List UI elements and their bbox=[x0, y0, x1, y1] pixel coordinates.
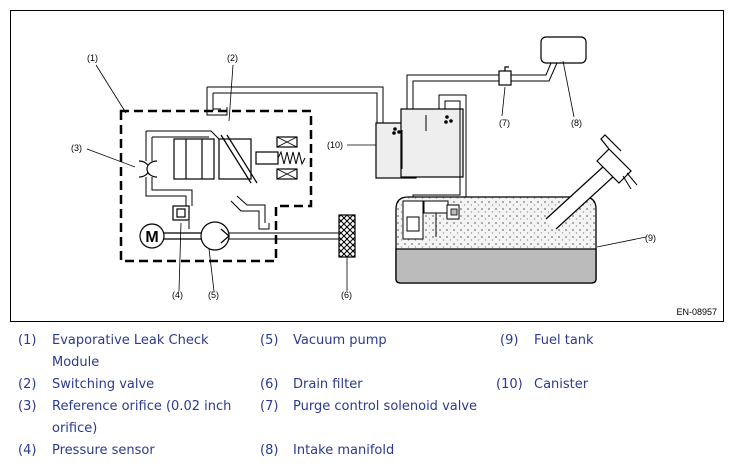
legend-label: Vacuum pump bbox=[293, 333, 387, 348]
legend-item-10: (10) Canister bbox=[496, 374, 700, 396]
callout-10: (10) bbox=[327, 140, 343, 150]
pressure-sensor bbox=[172, 205, 190, 221]
legend-label: Fuel tank bbox=[534, 333, 594, 348]
legend-label: Purge control solenoid valve bbox=[293, 399, 478, 414]
legend-num: (9) bbox=[500, 333, 519, 348]
legend-num: (6) bbox=[260, 377, 279, 392]
elcm-housing bbox=[119, 109, 313, 263]
legend: (1) Evaporative Leak Check Module (2) Sw… bbox=[0, 330, 735, 468]
legend-item-3: (3) Reference orifice (0.02 inch orifice… bbox=[18, 396, 248, 440]
legend-item-4: (4) Pressure sensor bbox=[18, 440, 248, 462]
legend-label: Switching valve bbox=[52, 377, 155, 392]
legend-num: (5) bbox=[260, 333, 279, 348]
legend-label: Canister bbox=[534, 377, 589, 392]
elcm-internal-pipes bbox=[145, 86, 384, 240]
callout-4: (4) bbox=[172, 290, 183, 300]
legend-label: Pressure sensor bbox=[52, 443, 155, 458]
legend-item-7: (7) Purge control solenoid valve bbox=[260, 396, 495, 418]
fuel-tank bbox=[395, 134, 638, 284]
legend-item-6: (6) Drain filter bbox=[260, 374, 495, 396]
motor-label: M bbox=[145, 229, 158, 246]
system-diagram: M bbox=[71, 36, 656, 300]
legend-num: (1) bbox=[18, 333, 37, 348]
callout-8: (8) bbox=[571, 118, 582, 128]
legend-num: (8) bbox=[260, 443, 279, 458]
leader-lines bbox=[86, 60, 647, 292]
legend-label: Reference orifice (0.02 inch orifice) bbox=[52, 399, 232, 436]
purge-control-solenoid-valve bbox=[498, 66, 512, 86]
drain-filter bbox=[338, 214, 356, 258]
legend-item-8: (8) Intake manifold bbox=[260, 440, 495, 462]
legend-item-1: (1) Evaporative Leak Check Module bbox=[18, 330, 248, 374]
intake-manifold bbox=[540, 36, 587, 64]
callout-9: (9) bbox=[645, 233, 656, 243]
legend-label: Intake manifold bbox=[293, 443, 395, 458]
legend-item-9: (9) Fuel tank bbox=[500, 330, 700, 352]
canister bbox=[375, 108, 464, 179]
legend-num: (7) bbox=[260, 399, 279, 414]
callout-1: (1) bbox=[87, 53, 98, 63]
diagram-frame: M bbox=[10, 10, 724, 322]
switching-valve bbox=[173, 134, 306, 184]
legend-num: (2) bbox=[18, 377, 37, 392]
legend-num: (3) bbox=[18, 399, 37, 414]
figure-id: EN-08957 bbox=[676, 307, 717, 317]
callout-5: (5) bbox=[208, 290, 219, 300]
callout-2: (2) bbox=[227, 53, 238, 63]
reference-orifice bbox=[138, 160, 158, 178]
legend-item-2: (2) Switching valve bbox=[18, 374, 248, 396]
legend-item-5: (5) Vacuum pump bbox=[260, 330, 495, 352]
legend-num: (10) bbox=[496, 377, 523, 392]
callout-3: (3) bbox=[71, 143, 82, 153]
legend-num: (4) bbox=[18, 443, 37, 458]
legend-label: Drain filter bbox=[293, 377, 363, 392]
callout-6: (6) bbox=[341, 290, 352, 300]
callout-7: (7) bbox=[499, 118, 510, 128]
legend-label: Evaporative Leak Check Module bbox=[52, 333, 209, 370]
